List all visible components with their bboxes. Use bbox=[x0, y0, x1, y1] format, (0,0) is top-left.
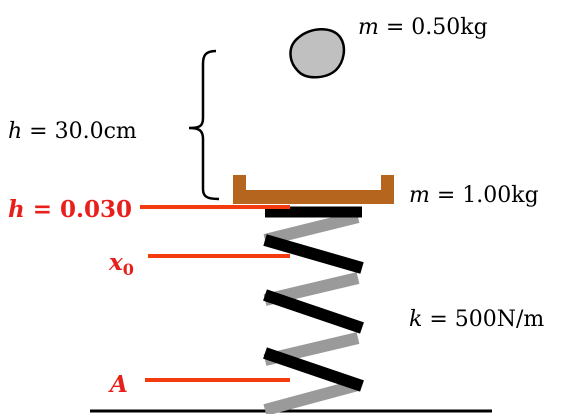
spring-coil-back bbox=[263, 379, 360, 414]
x0-marker-label: x0 bbox=[108, 249, 134, 279]
spring-coil-front bbox=[263, 347, 364, 392]
height-brace bbox=[188, 49, 220, 201]
height-label: h = 30.0cm bbox=[8, 119, 137, 144]
spring-coil-front bbox=[263, 234, 364, 274]
platform-mass-label: m = 1.00kg bbox=[409, 183, 539, 208]
stone-mass-label: m = 0.50kg bbox=[358, 15, 488, 40]
platform bbox=[233, 175, 394, 204]
spring-coil-front bbox=[263, 289, 364, 334]
h-marker-label: h = 0.030 bbox=[8, 196, 132, 223]
stone bbox=[289, 28, 346, 79]
spring-coil-back bbox=[263, 211, 360, 246]
spring bbox=[263, 206, 364, 414]
a-marker-label: A bbox=[108, 371, 128, 398]
spring-constant-label: k = 500N/m bbox=[409, 307, 544, 332]
